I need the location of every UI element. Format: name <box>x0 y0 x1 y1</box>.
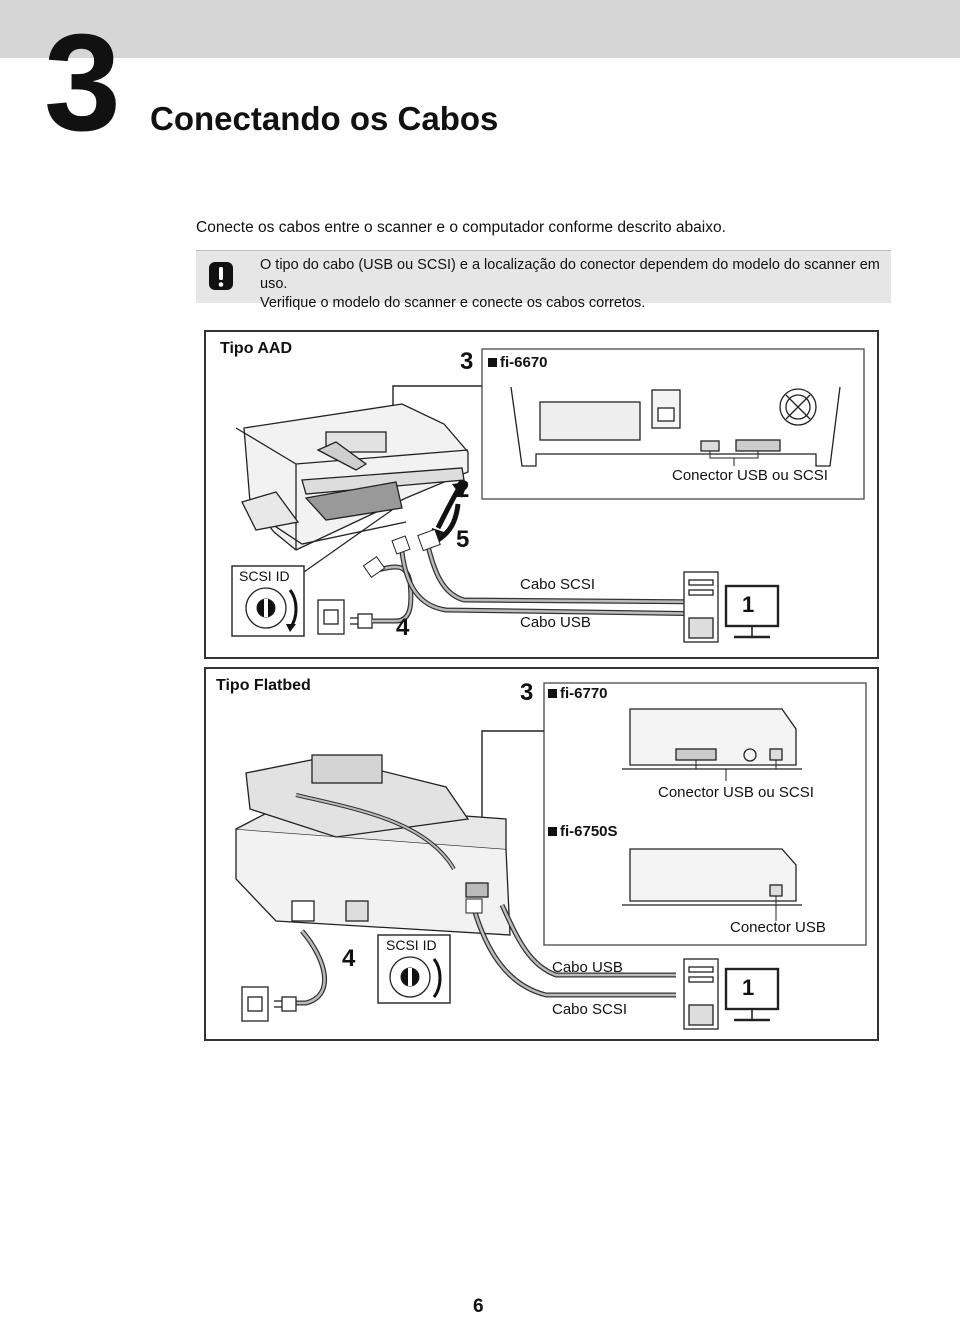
flatbed-scsi-dial <box>389 956 431 998</box>
flatbed-step-4: 4 <box>342 945 356 972</box>
aad-step-5: 5 <box>456 526 470 553</box>
caution-icon <box>209 262 233 290</box>
aad-model-label: fi-6670 <box>488 354 548 371</box>
aad-illustration <box>231 348 865 643</box>
aad-outlet <box>317 599 345 635</box>
flatbed-panel: Tipo Flatbed <box>204 667 879 1041</box>
aad-step-3: 3 <box>460 348 474 375</box>
aad-scanner <box>235 403 469 551</box>
arrow-up <box>435 488 461 530</box>
flatbed-connector-b-label: Conector USB <box>730 919 826 936</box>
aad-scsi-dial <box>245 587 287 629</box>
aad-cable-scsi <box>425 545 719 605</box>
aad-step-4: 4 <box>396 614 410 641</box>
flatbed-rear-panel-a <box>622 708 802 770</box>
aad-monitor <box>724 584 780 639</box>
flatbed-monitor <box>724 967 780 1022</box>
arrow-up-head <box>452 482 468 498</box>
aad-panel: Tipo AAD <box>204 330 879 659</box>
aad-cable-scsi-label: Cabo SCSI <box>520 576 596 593</box>
intro-text: Conecte os cabos entre o scanner e o com… <box>196 219 726 236</box>
aad-panel-title: Tipo AAD <box>220 340 292 357</box>
aad-connector-label: Conector USB ou SCSI <box>672 467 828 484</box>
aad-step-2: 2 <box>456 476 470 503</box>
flatbed-model-a-label: fi-6770 <box>548 685 608 702</box>
flatbed-scanner <box>235 754 511 936</box>
flatbed-cable-usb-label: Cabo USB <box>552 959 623 976</box>
flatbed-rear-panel-b <box>622 848 802 906</box>
aad-cable-usb-label: Cabo USB <box>520 614 591 631</box>
flatbed-plug <box>274 996 297 1012</box>
flatbed-model-b-label: fi-6750S <box>548 823 618 840</box>
page-number: 6 <box>473 1296 484 1317</box>
flatbed-illustration <box>235 682 867 1030</box>
flatbed-scsi-id-label: SCSI ID <box>386 937 437 953</box>
flatbed-step-3: 3 <box>520 679 534 706</box>
flatbed-cable-scsi-label: Cabo SCSI <box>552 1001 628 1018</box>
aad-rear-panel <box>510 386 841 467</box>
chapter-number: 3 <box>44 6 121 160</box>
aad-computer-tower <box>683 571 719 643</box>
flatbed-outlet <box>241 986 269 1022</box>
aad-scsi-id-label: SCSI ID <box>239 568 290 584</box>
aad-step-1: 1 <box>742 592 755 617</box>
caution-note: O tipo do cabo (USB ou SCSI) e a localiz… <box>196 250 891 311</box>
flatbed-computer-tower <box>683 958 719 1030</box>
flatbed-panel-title: Tipo Flatbed <box>216 677 311 694</box>
aad-plug <box>350 613 373 629</box>
header-bar <box>0 0 960 58</box>
arrow-down <box>436 503 461 543</box>
note-line-2: Verifique o modelo do scanner e conecte … <box>260 295 646 311</box>
flatbed-step-1: 1 <box>742 975 755 1000</box>
note-line-1: O tipo do cabo (USB ou SCSI) e a localiz… <box>260 257 880 292</box>
page-title: Conectando os Cabos <box>150 100 499 137</box>
flatbed-connector-a-label: Conector USB ou SCSI <box>658 784 814 801</box>
